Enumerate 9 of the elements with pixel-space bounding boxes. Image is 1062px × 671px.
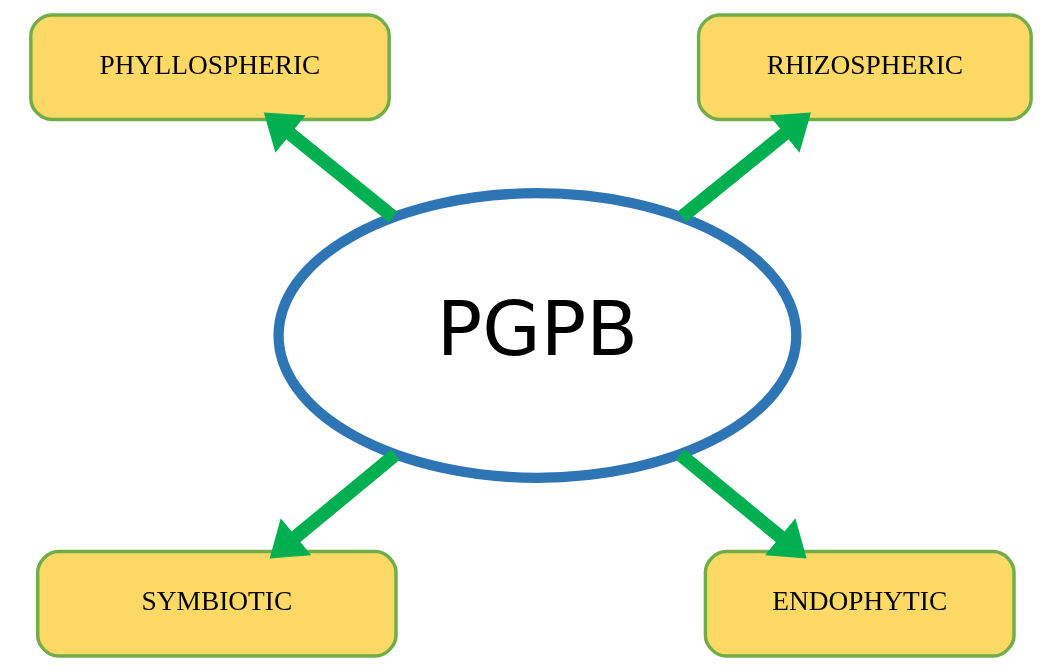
node-ellipse: PGPB bbox=[273, 188, 802, 483]
arrow bbox=[677, 112, 811, 223]
arrow bbox=[269, 449, 400, 559]
arrow bbox=[263, 112, 398, 223]
node-box: SYMBIOTIC bbox=[36, 549, 398, 658]
node-box: RHIZOSPHERIC bbox=[696, 13, 1033, 122]
node-box: ENDOPHYTIC bbox=[703, 549, 1016, 658]
node-box: PHYLLOSPHERIC bbox=[29, 13, 391, 122]
arrow bbox=[675, 449, 807, 559]
